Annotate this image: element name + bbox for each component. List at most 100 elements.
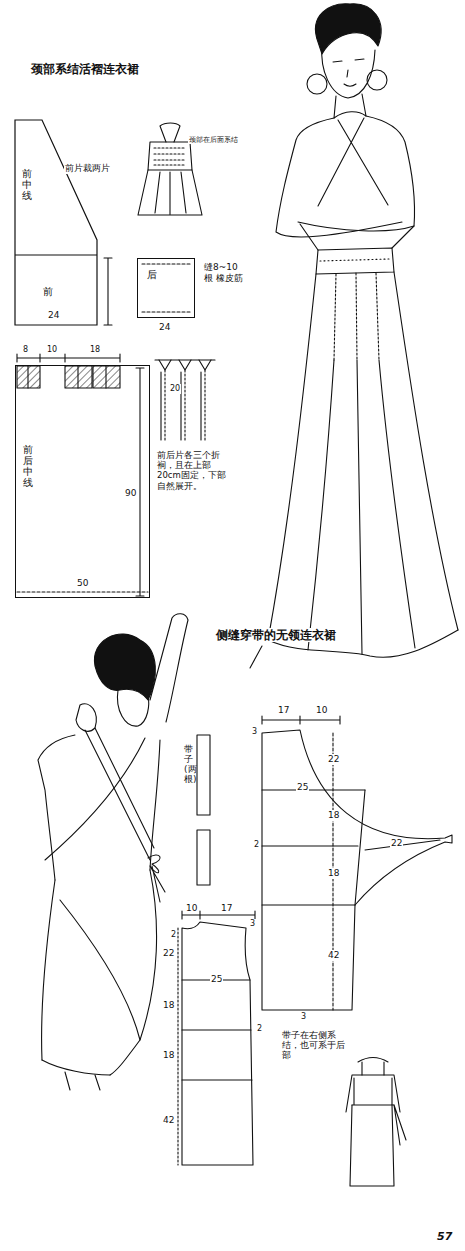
dimension-line bbox=[104, 258, 112, 325]
dimension: 90 bbox=[124, 488, 137, 499]
woman-figure bbox=[333, 59, 364, 86]
woman-figure bbox=[148, 855, 165, 902]
dimension: 24 bbox=[47, 310, 60, 321]
woman-figure bbox=[320, 259, 390, 261]
pleat-hatch bbox=[28, 366, 106, 388]
dimension: 8 bbox=[22, 345, 29, 355]
piece-name: 前中线 bbox=[22, 168, 32, 201]
pleat-detail bbox=[155, 359, 215, 360]
note: 带子在右侧系结，也可系于后部 bbox=[281, 1030, 349, 1061]
woman-figure bbox=[45, 738, 145, 860]
dress-sketch bbox=[138, 170, 202, 215]
piece-name: 前后中线 bbox=[23, 444, 33, 488]
dress-sketch bbox=[350, 1105, 394, 1186]
note: 前片裁两片 bbox=[64, 163, 111, 174]
front-pattern bbox=[355, 790, 440, 905]
dimension: 18 bbox=[162, 1000, 175, 1011]
woman-figure bbox=[268, 274, 316, 640]
pleat-detail bbox=[161, 372, 201, 440]
woman-figure bbox=[38, 735, 75, 880]
dimension: 22 bbox=[327, 754, 340, 765]
title: 侧缝穿带的无领连衣裙 bbox=[215, 628, 337, 642]
pleat-detail bbox=[159, 360, 211, 370]
dimension: 3 bbox=[249, 919, 256, 929]
dimension: 18 bbox=[327, 868, 340, 879]
woman-figure bbox=[322, 46, 375, 98]
page-number: 57 bbox=[436, 1230, 453, 1243]
dimension: 3 bbox=[251, 727, 258, 737]
dimension: 50 bbox=[76, 578, 89, 589]
woman-figure bbox=[250, 4, 458, 668]
woman-figure bbox=[367, 70, 387, 90]
title: 颈部系结活褶连衣裙 bbox=[30, 62, 140, 76]
front-pattern bbox=[262, 790, 365, 905]
dimension: 18 bbox=[327, 810, 340, 821]
piece-name: 前 bbox=[43, 286, 53, 298]
dimension: 18 bbox=[89, 345, 101, 355]
woman-figure bbox=[94, 634, 155, 700]
woman-figure bbox=[334, 94, 366, 118]
back-pattern bbox=[182, 980, 252, 1080]
piece-name: 后 bbox=[147, 269, 157, 281]
dimension: 3 bbox=[300, 1012, 307, 1022]
note: 颈部在后面系结 bbox=[188, 136, 239, 144]
dimension-line bbox=[136, 368, 144, 596]
pleat-detail bbox=[155, 360, 215, 440]
strap-piece bbox=[197, 735, 210, 815]
woman-figure bbox=[276, 118, 402, 237]
woman-figure bbox=[298, 116, 415, 231]
strap-piece bbox=[197, 735, 210, 885]
pattern-outline bbox=[15, 120, 98, 326]
pattern-piece: 前后中线 bbox=[15, 365, 150, 598]
dimension: 2 bbox=[170, 930, 177, 940]
elastic-line bbox=[142, 264, 190, 312]
pattern-outline bbox=[15, 120, 97, 325]
back-pattern bbox=[177, 928, 178, 1165]
dimension: 17 bbox=[277, 705, 290, 716]
dimension-line bbox=[17, 354, 148, 596]
dimension: 22 bbox=[390, 838, 403, 849]
dimension-line bbox=[17, 591, 148, 592]
woman-figure bbox=[42, 900, 140, 1075]
dimension: 10 bbox=[46, 345, 58, 355]
dimension: 25 bbox=[210, 974, 223, 985]
woman-figure bbox=[76, 704, 96, 731]
note: 带子(两根) bbox=[183, 745, 194, 785]
dimension: 10 bbox=[185, 903, 198, 914]
woman-figure bbox=[334, 273, 379, 360]
pleat-detail bbox=[165, 370, 205, 440]
dress-sketch bbox=[148, 142, 192, 170]
dimension: 20 bbox=[169, 384, 181, 394]
dimension: 24 bbox=[158, 322, 171, 333]
dimension: 2 bbox=[253, 840, 260, 850]
pattern-piece: 前中线前 bbox=[15, 120, 98, 326]
dress-sketch bbox=[160, 123, 180, 142]
dimension: 42 bbox=[162, 1115, 175, 1126]
woman-figure bbox=[65, 1072, 100, 1090]
woman-figure bbox=[307, 74, 327, 94]
woman-figure bbox=[316, 248, 394, 274]
front-pattern bbox=[262, 730, 452, 1010]
elastic-line bbox=[142, 264, 190, 312]
woman-figure bbox=[250, 646, 262, 668]
dress-sketch bbox=[346, 1058, 406, 1187]
woman-figure bbox=[38, 614, 188, 1090]
strap-piece bbox=[197, 830, 210, 885]
dress-sketch bbox=[352, 1078, 394, 1105]
dimension: 2 bbox=[256, 1024, 263, 1034]
dimension-line bbox=[104, 258, 112, 325]
dress-sketch bbox=[394, 1105, 406, 1145]
front-pattern bbox=[262, 716, 452, 1010]
back-pattern bbox=[182, 922, 253, 1165]
woman-figure bbox=[85, 728, 154, 860]
dress-sketch bbox=[154, 148, 186, 165]
woman-figure bbox=[150, 740, 160, 870]
pleat-hatch bbox=[17, 366, 120, 388]
dimension-line bbox=[17, 354, 120, 362]
front-pattern bbox=[262, 716, 340, 724]
woman-figure bbox=[42, 880, 55, 1060]
dimension: 10 bbox=[315, 705, 328, 716]
dimension: 18 bbox=[162, 1050, 175, 1061]
